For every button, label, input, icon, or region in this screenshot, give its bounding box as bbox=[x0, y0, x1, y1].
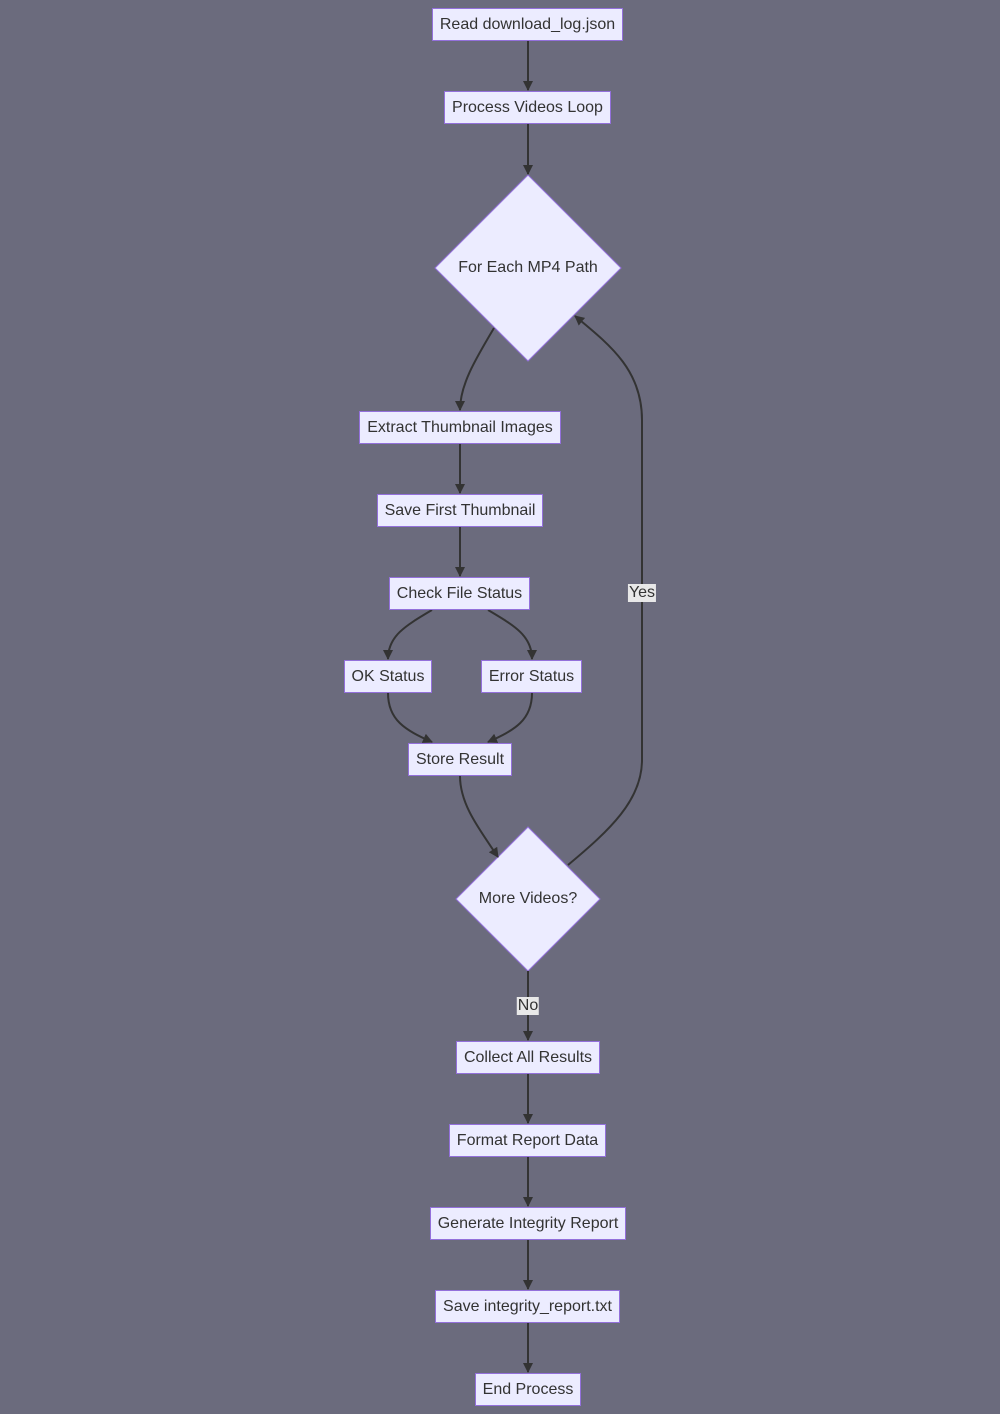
node-store-result: Store Result bbox=[408, 743, 512, 776]
node-end: End Process bbox=[475, 1373, 581, 1406]
node-extract: Extract Thumbnail Images bbox=[359, 411, 561, 444]
node-read-log: Read download_log.json bbox=[432, 8, 623, 41]
node-save-report: Save integrity_report.txt bbox=[435, 1290, 620, 1323]
node-ok-status: OK Status bbox=[344, 660, 432, 693]
edge-check-to-ok bbox=[383, 609, 433, 660]
node-for-each-label: For Each MP4 Path bbox=[458, 259, 598, 276]
edge-label-no: No bbox=[516, 997, 540, 1015]
node-error-status: Error Status bbox=[481, 660, 582, 693]
decision-for-each-shape bbox=[434, 174, 622, 362]
node-collect: Collect All Results bbox=[456, 1041, 600, 1074]
node-generate: Generate Integrity Report bbox=[430, 1207, 626, 1240]
node-format: Format Report Data bbox=[449, 1124, 606, 1157]
edge-store-to-more bbox=[459, 775, 499, 858]
edge-label-yes: Yes bbox=[627, 584, 657, 602]
edge-foreach-to-extract bbox=[455, 327, 495, 411]
edge-ok-to-store bbox=[387, 692, 433, 743]
node-check-status: Check File Status bbox=[389, 577, 530, 610]
node-more-videos-label: More Videos? bbox=[478, 890, 578, 907]
node-process-loop: Process Videos Loop bbox=[444, 91, 611, 124]
edge-check-to-error bbox=[487, 609, 537, 660]
node-save-first: Save First Thumbnail bbox=[377, 494, 543, 527]
edge-error-to-store bbox=[487, 692, 533, 743]
